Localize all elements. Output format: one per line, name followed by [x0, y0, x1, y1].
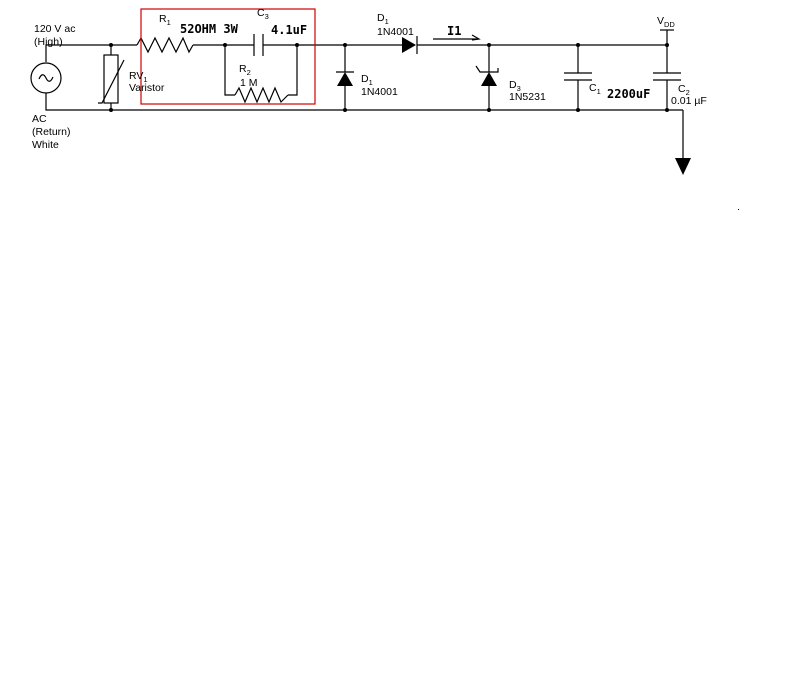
varistor-name: Varistor [129, 82, 165, 94]
ac-source-icon [30, 62, 62, 94]
c1-ref-main: C [589, 82, 597, 94]
junction-dot [576, 108, 580, 112]
zener-d3-icon [475, 65, 499, 86]
capacitor-c3-icon [253, 34, 264, 56]
wire-r2-left [224, 45, 235, 96]
junction-dot [223, 43, 227, 47]
junction-dot [576, 43, 580, 47]
junction-dot [487, 43, 491, 47]
capacitor-c1-icon [564, 72, 592, 81]
junction-dot [343, 43, 347, 47]
c2-ref-sub: 2 [686, 88, 690, 97]
d3-ref-sub: 3 [517, 84, 521, 93]
varistor-icon [98, 54, 125, 104]
wire-r2-right [288, 45, 298, 96]
d1-series-ref: D1 [377, 12, 389, 26]
c3-ref: C3 [257, 7, 269, 21]
c3-ref-main: C [257, 7, 265, 19]
varistor-ref: RV1 [129, 70, 148, 84]
junction-dot [109, 43, 113, 47]
source-label-line1: 120 V ac [34, 23, 75, 35]
c3-value: 4.1uF [271, 23, 307, 37]
vdd-label: VDD [657, 15, 675, 29]
c1-ref: C1 [589, 82, 601, 96]
return-label-line1: AC [32, 113, 47, 125]
junctions [109, 43, 669, 112]
c2-ref: C2 [678, 83, 690, 97]
d1-series-ref-main: D [377, 12, 385, 24]
current-arrow-icon [433, 34, 481, 41]
diode-d1-shunt-icon [336, 71, 354, 86]
junction-dot [109, 108, 113, 112]
d3-ref: D3 [509, 79, 521, 93]
r2-ref-main: R [239, 63, 247, 75]
d1-shunt-part: 1N4001 [361, 86, 398, 98]
r1-ref: R1 [159, 13, 171, 27]
current-label: I1 [447, 24, 461, 38]
d1-shunt-ref-main: D [361, 73, 369, 85]
wire-bottom [45, 93, 683, 111]
c2-ref-main: C [678, 83, 686, 95]
varistor-ref-sub: 1 [143, 75, 147, 84]
d1-series-part: 1N4001 [377, 26, 414, 38]
junction-dot [665, 108, 669, 112]
c2-value: 0.01 µF [671, 95, 707, 107]
r1-value: 52OHM 3W [180, 22, 239, 36]
vdd-label-main: V [657, 15, 664, 27]
d3-ref-main: D [509, 79, 517, 91]
junction-dot [665, 43, 669, 47]
d1-series-ref-sub: 1 [385, 17, 389, 26]
c1-ref-sub: 1 [597, 87, 601, 96]
junction-dot [343, 108, 347, 112]
return-label-line3: White [32, 139, 59, 151]
d1-shunt-ref-sub: 1 [369, 78, 373, 87]
r2-ref-sub: 2 [247, 68, 251, 77]
c1-value: 2200uF [607, 87, 650, 101]
vdd-label-sub: DD [664, 20, 675, 29]
r1-ref-sub: 1 [167, 18, 171, 27]
junction-dot [295, 43, 299, 47]
highlight-box [140, 8, 316, 105]
resistor-r1-icon [136, 36, 194, 54]
diode-d1-series-icon [402, 36, 418, 54]
c3-ref-sub: 3 [265, 12, 269, 21]
wire-top-left [45, 44, 137, 62]
resistor-r2-icon [234, 86, 289, 104]
r2-ref: R2 [239, 63, 251, 77]
varistor-ref-main: RV [129, 70, 143, 82]
capacitor-c2-icon [653, 72, 681, 81]
d1-shunt-ref: D1 [361, 73, 373, 87]
junction-dot [487, 108, 491, 112]
source-label-line2: (High) [34, 36, 63, 48]
stray-dot [738, 209, 739, 210]
r2-value: 1 M [240, 77, 258, 89]
return-label-line2: (Return) [32, 126, 71, 138]
ground-icon [675, 158, 691, 175]
d3-part: 1N5231 [509, 91, 546, 103]
r1-ref-main: R [159, 13, 167, 25]
